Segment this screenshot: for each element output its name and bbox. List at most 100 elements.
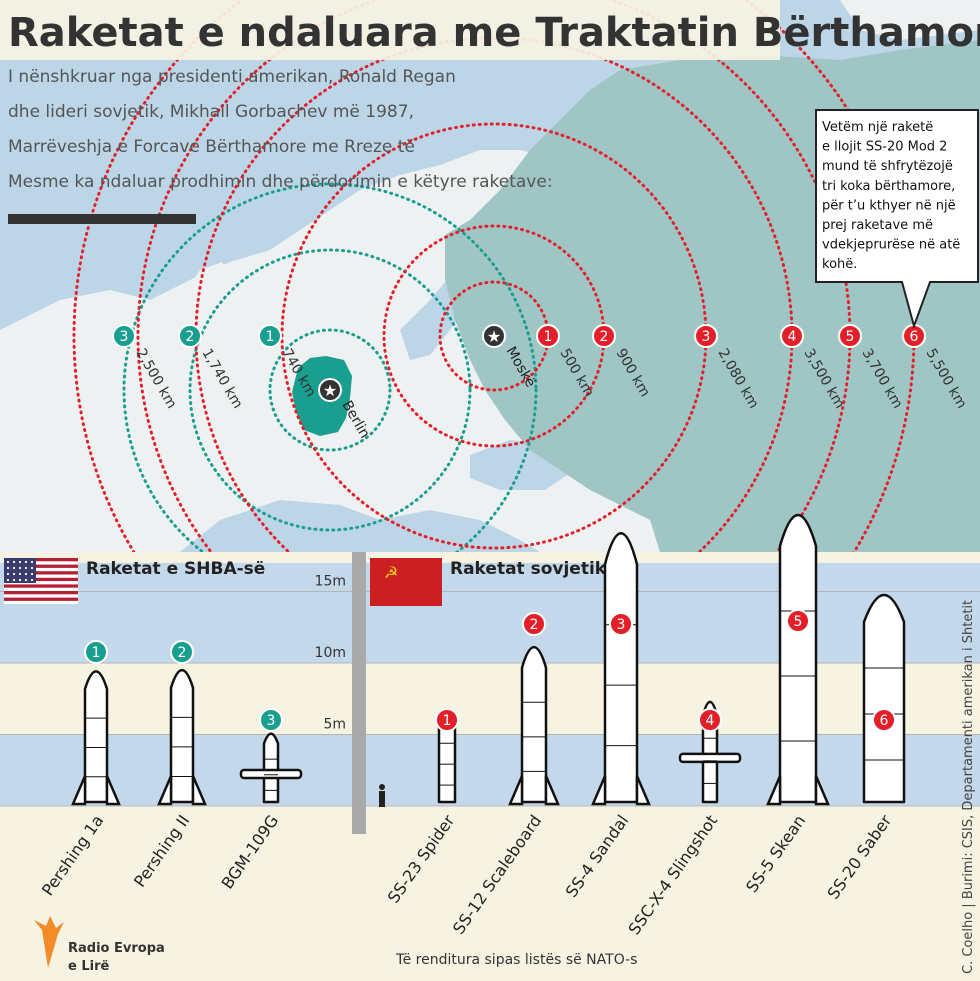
missile-fin: [191, 775, 207, 806]
height-band: [0, 591, 980, 663]
us-range-badge-number: 1: [266, 329, 275, 345]
us-range-ring: [268, 328, 392, 452]
y-tick-label: 15m: [315, 574, 346, 590]
missile-fin: [766, 775, 782, 806]
mediterranean-sea: [180, 500, 540, 552]
divider-pole: [352, 552, 366, 834]
us-range-ring: [188, 248, 472, 532]
missile-badge-number: 3: [267, 713, 276, 729]
soviet-section-title: Raketat sovjetike: [450, 559, 617, 579]
soviet-range-badge-number: 5: [846, 329, 855, 345]
nato-note: Të renditura sipas listës së NATO-s: [395, 952, 637, 968]
missile-badge-number: 3: [617, 617, 626, 633]
title-underline: [8, 214, 196, 224]
missile-badge-number: 4: [706, 713, 715, 729]
us-range-badge-number: 3: [120, 329, 129, 345]
missile-badge-number: 2: [178, 645, 187, 661]
callout-line: tri koka bërthamore,: [822, 179, 955, 194]
soviet-range-badge: [838, 324, 862, 348]
missile-badge-number: 1: [443, 713, 452, 729]
title-band: [0, 0, 780, 60]
flags: Raketat e SHBA-së ☭ Raketat sovjetike: [4, 558, 617, 606]
intro-line: dhe lideri sovjetik, Mikhail Gorbachev m…: [8, 102, 414, 122]
height-band: [0, 734, 980, 806]
callout-line: prej raketave më: [822, 218, 933, 233]
iberia-land: [40, 440, 200, 552]
logo-line1: Radio Evropa: [68, 941, 165, 956]
callout-line: mund të shfrytëzojë: [822, 159, 953, 174]
missile-badge: [609, 612, 633, 636]
soviet-range-badge-number: 6: [910, 329, 919, 345]
missile-fin: [591, 775, 607, 806]
y-tick-label: 5m: [323, 717, 346, 733]
star-icon: ★: [323, 381, 337, 400]
source-credit: C. Coelho | Burimi: CSIS, Departamenti a…: [961, 600, 976, 974]
missile-body: [520, 646, 548, 804]
missile-badge-number: 1: [92, 645, 101, 661]
missile-body: [862, 593, 906, 804]
torch-icon: [34, 916, 64, 968]
callout: Vetëm një raketë e llojit SS-20 Mod 2 mund…: [815, 109, 979, 330]
rferl-logo: Radio Evropa e Lirë: [34, 916, 165, 974]
ireland-land: [140, 318, 170, 365]
callout-line: për t’u kthyer në një: [822, 198, 956, 213]
missile-badge: [435, 708, 459, 732]
missile-height-chart: 5m 10m 15m Raketat e SHBA-së ☭ Raketat sovje…: [0, 513, 980, 981]
soviet-flag-icon: ☭: [370, 558, 442, 606]
soviet-range-badge-number: 3: [702, 329, 711, 345]
missile-badge-number: 2: [530, 617, 539, 633]
us-range-badge: [112, 324, 136, 348]
callout-box: [815, 109, 979, 330]
callout-line: Vetëm një raketë: [822, 120, 933, 135]
greenland-land: [580, 0, 980, 40]
missile-wing: [239, 768, 303, 780]
missile-body: [778, 513, 818, 804]
missile-fin: [544, 775, 560, 806]
soviet-range-badge: [592, 324, 616, 348]
page-title: Raketat e ndaluara me Traktatin Bërthamo…: [8, 10, 980, 56]
callout-line: kohë.: [822, 257, 857, 272]
missile-wing: [678, 752, 742, 764]
header: Raketat e ndaluara me Traktatin Bërthamo…: [8, 10, 980, 224]
us-flag-icon: [4, 558, 78, 604]
star-icon: ★: [487, 327, 501, 346]
missile-fin: [635, 775, 651, 806]
missile-fin: [105, 775, 121, 806]
missile-body: [169, 668, 195, 804]
berlin-city-marker: [318, 378, 342, 402]
missile-badge: [872, 708, 896, 732]
soviet-range-badge-number: 4: [788, 329, 797, 345]
us-range-badge-number: 2: [186, 329, 195, 345]
missile-badge: [170, 640, 194, 664]
missile-badge: [698, 708, 722, 732]
soviet-range-badge: [694, 324, 718, 348]
missile-badge-number: 5: [794, 614, 803, 630]
missile-fin: [71, 775, 87, 806]
missile-badge: [786, 609, 810, 633]
us-section-title: Raketat e SHBA-së: [86, 559, 265, 579]
missile-badge-number: 6: [880, 713, 889, 729]
missile-body: [603, 532, 639, 804]
intro-line: Marrëveshja e Forcave Bërthamore me Rrez…: [8, 137, 415, 157]
soviet-range-badge: [780, 324, 804, 348]
soviet-range-badge-number: 1: [544, 329, 553, 345]
missile-badge: [259, 708, 283, 732]
missile-body: [83, 670, 109, 804]
intro-line: I nënshkruar nga presidenti amerikan, Ro…: [8, 67, 456, 87]
soviet-range-badge-number: 2: [600, 329, 609, 345]
callout-line: e llojit SS-20 Mod 2: [822, 140, 947, 155]
us-range-badge: [178, 324, 202, 348]
missile-badge: [522, 612, 546, 636]
moscow-city-marker: [482, 324, 506, 348]
missile-fin: [157, 775, 173, 806]
missile-badge: [84, 640, 108, 664]
soviet-range-badge: [536, 324, 560, 348]
logo-line2: e Lirë: [68, 959, 109, 974]
footer: Të renditura sipas listës së NATO-s C. Co…: [34, 600, 976, 974]
missile-fin: [508, 775, 524, 806]
us-range-badge: [258, 324, 282, 348]
y-tick-label: 10m: [315, 645, 346, 661]
missile-body: [262, 732, 280, 804]
